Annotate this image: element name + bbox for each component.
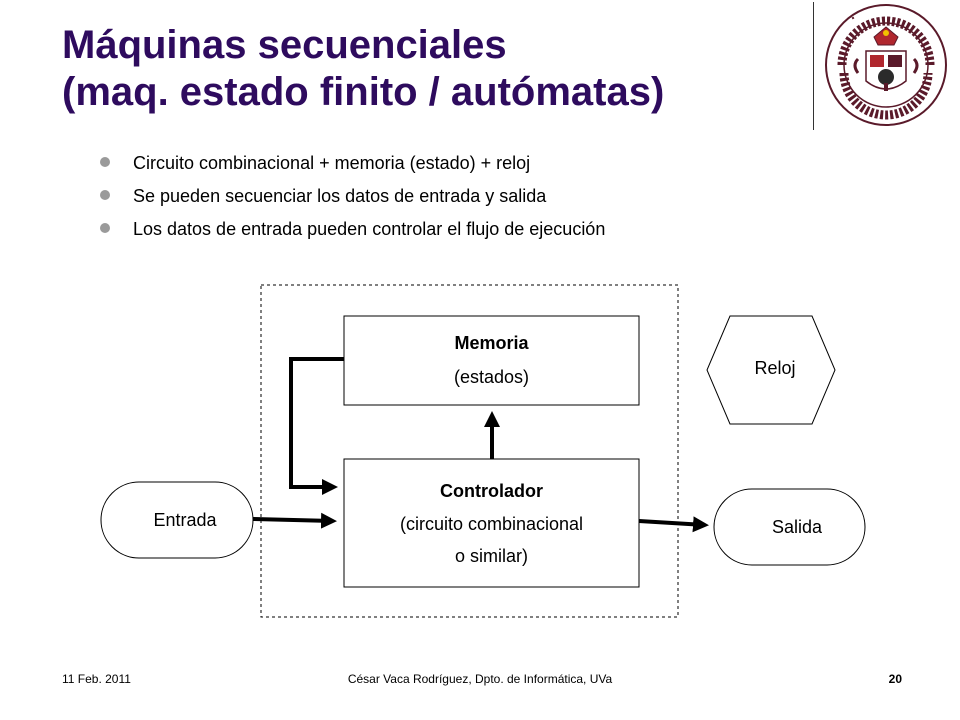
reloj-label: Reloj (754, 358, 796, 378)
controlador-box (343, 458, 640, 588)
slide-title-line-1: Máquinas secuenciales (62, 23, 507, 67)
salida-arrow (638, 516, 709, 533)
footer-page-number: 20 (888, 672, 902, 686)
memoria-title: Memoria (454, 333, 529, 353)
salida-terminator (713, 488, 866, 566)
memoria-subtitle: (estados) (453, 367, 530, 387)
title-divider (813, 2, 814, 130)
entrada-terminator (100, 481, 254, 559)
reloj-hexagon (706, 315, 836, 425)
salida-label: Salida (771, 517, 823, 537)
bullet-item: Se pueden secuenciar los datos de entrad… (100, 181, 605, 214)
bullet-dot-icon (100, 157, 110, 167)
controlador-title: Controlador (440, 481, 543, 501)
entrada-arrow (252, 512, 337, 529)
slide-title: Máquinas secuenciales (maq. estado finit… (62, 22, 802, 116)
system-boundary (260, 284, 679, 618)
controlador-subtitle-2: o similar) (454, 546, 528, 566)
university-seal-logo (825, 4, 947, 126)
bullet-dot-icon (100, 190, 110, 200)
footer-author: César Vaca Rodríguez, Dpto. de Informáti… (347, 672, 613, 686)
bullet-list: Circuito combinacional + memoria (estado… (100, 148, 605, 247)
controlador-subtitle-1: (circuito combinacional (399, 514, 584, 534)
footer-date: 11 Feb. 2011 (62, 672, 131, 686)
entrada-label: Entrada (153, 510, 217, 530)
bullet-dot-icon (100, 223, 110, 233)
slide-title-line-2: (maq. estado finito / autómatas) (62, 70, 665, 114)
bullet-item: Circuito combinacional + memoria (estado… (100, 148, 605, 181)
feedback-arrow (289, 357, 344, 495)
bullet-item: Los datos de entrada pueden controlar el… (100, 214, 605, 247)
